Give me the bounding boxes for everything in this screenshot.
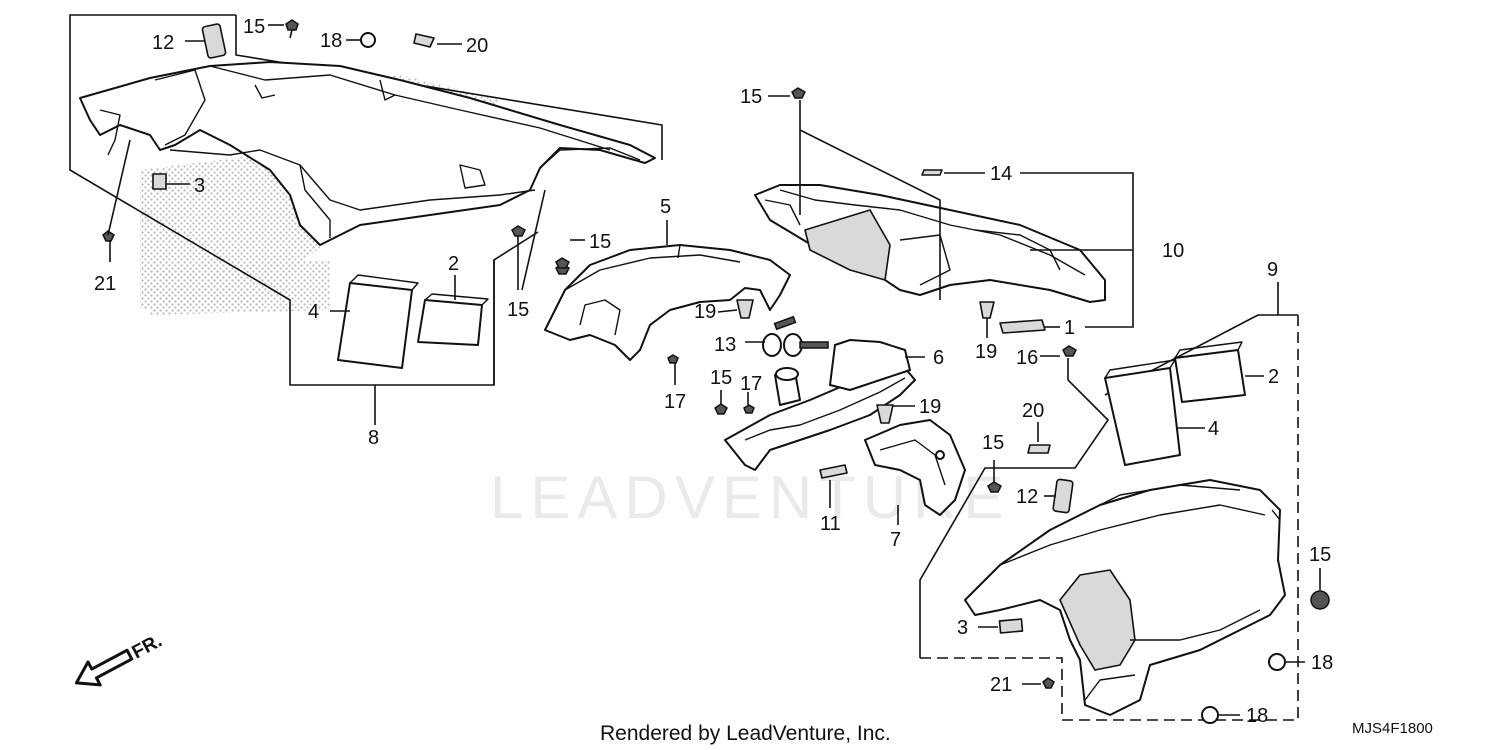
part-15-bolt-far-right: [1310, 590, 1330, 610]
callout-label: 17: [740, 373, 762, 395]
callout-label: 8: [368, 427, 379, 449]
callout-label: 11: [820, 513, 841, 535]
callout-label: 19: [975, 341, 997, 363]
part-20-clip-right: [1027, 444, 1051, 454]
callout-label: 9: [1267, 259, 1278, 281]
part-2-pad-right: [1174, 349, 1246, 403]
part-19-grommet-center: [736, 299, 754, 319]
callout-label: 15: [1309, 544, 1331, 566]
callout-label: 15: [243, 16, 265, 38]
group-8-bracket: [69, 14, 663, 425]
callout-label: 20: [1022, 400, 1044, 422]
part-7-bracket: [864, 419, 966, 525]
part-16-bolt: [1062, 345, 1077, 357]
callout-label: 20: [466, 35, 488, 57]
part-20-clip-top-left: [413, 33, 435, 48]
part-15-bolt-center: [555, 257, 570, 269]
part-18-screw-right-lower: [1201, 706, 1219, 724]
part-19-grommet-right: [876, 404, 894, 424]
callout-label: 19: [919, 396, 941, 418]
callout-label: 18: [1311, 652, 1333, 674]
part-15-bolt-right-mid: [987, 481, 1002, 493]
part-17-screw-left: [667, 354, 679, 364]
part-19-grommet-far-right: [979, 301, 995, 319]
part-3-tag-left: [152, 173, 167, 190]
diagram-code: MJS4F1800: [1352, 720, 1433, 737]
callout-label: 16: [1016, 347, 1038, 369]
callout-label: 2: [1268, 366, 1279, 388]
part-12-cushion-left: [201, 23, 227, 59]
callout-label: 15: [710, 367, 732, 389]
callout-label: 2: [448, 253, 459, 275]
part-5-inner-cover: [544, 220, 791, 361]
part-4-pad-left: [337, 282, 413, 369]
part-17-screw-right: [743, 404, 755, 414]
part-21-screw-left: [102, 230, 115, 242]
direction-label: FR.: [129, 630, 166, 663]
front-direction-arrow: FR.: [74, 630, 166, 687]
callout-labels: 12 15 18 20 3 21 4 2 15 8 5 15 19 13 17 …: [94, 16, 1333, 727]
callout-label: 17: [664, 391, 686, 413]
part-11-clip: [819, 464, 848, 479]
callout-label: 18: [1246, 705, 1268, 727]
callout-label: 14: [990, 163, 1012, 185]
callout-label: 19: [694, 301, 716, 323]
callout-label: 3: [194, 175, 205, 197]
callout-label: 5: [660, 196, 671, 218]
callout-label: 6: [933, 347, 944, 369]
callout-label: 7: [890, 529, 901, 551]
part-10-rear-cowl: [754, 184, 1106, 303]
part-12-cushion-right: [1052, 478, 1074, 514]
part-15-bolt-top-left: [285, 19, 299, 31]
part-15-bolt-top-right: [791, 87, 806, 99]
rear-cover-left-part: [79, 61, 656, 246]
leaders-left: [107, 24, 546, 312]
part-6-panel: [724, 339, 925, 471]
callout-label: 10: [1162, 240, 1184, 262]
callout-label: 4: [1208, 418, 1219, 440]
part-21-screw-right: [1042, 677, 1055, 689]
callout-label: 15: [740, 86, 762, 108]
part-13-key-set: [762, 315, 829, 406]
group-9-bracket: [919, 282, 1299, 721]
part-18-screw-right-upper: [1268, 653, 1286, 671]
callout-label: 15: [982, 432, 1004, 454]
part-1-seal: [999, 319, 1046, 334]
callout-label: 1: [1064, 317, 1075, 339]
part-15-bolt-mid-left: [511, 225, 526, 237]
callout-label: 21: [990, 674, 1012, 696]
callout-label: 12: [1016, 486, 1038, 508]
callout-label: 3: [957, 617, 968, 639]
part-2-pad-left: [417, 299, 483, 346]
callout-label: 18: [320, 30, 342, 52]
part-15-bolt-lower: [714, 403, 728, 415]
callout-label: 15: [589, 231, 611, 253]
part-18-screw-top-left: [360, 32, 376, 48]
callout-label: 13: [714, 334, 736, 356]
lower-right-cover-part: [964, 479, 1286, 716]
callout-label: 21: [94, 273, 116, 295]
callout-label: 12: [152, 32, 174, 54]
part-4-pad-right: [1104, 367, 1181, 466]
rendered-by-credit: Rendered by LeadVenture, Inc.: [600, 722, 891, 745]
callout-label: 4: [308, 301, 319, 323]
part-3-tag-right: [998, 618, 1024, 634]
callout-label: 15: [507, 299, 529, 321]
part-14-pad: [921, 169, 943, 176]
